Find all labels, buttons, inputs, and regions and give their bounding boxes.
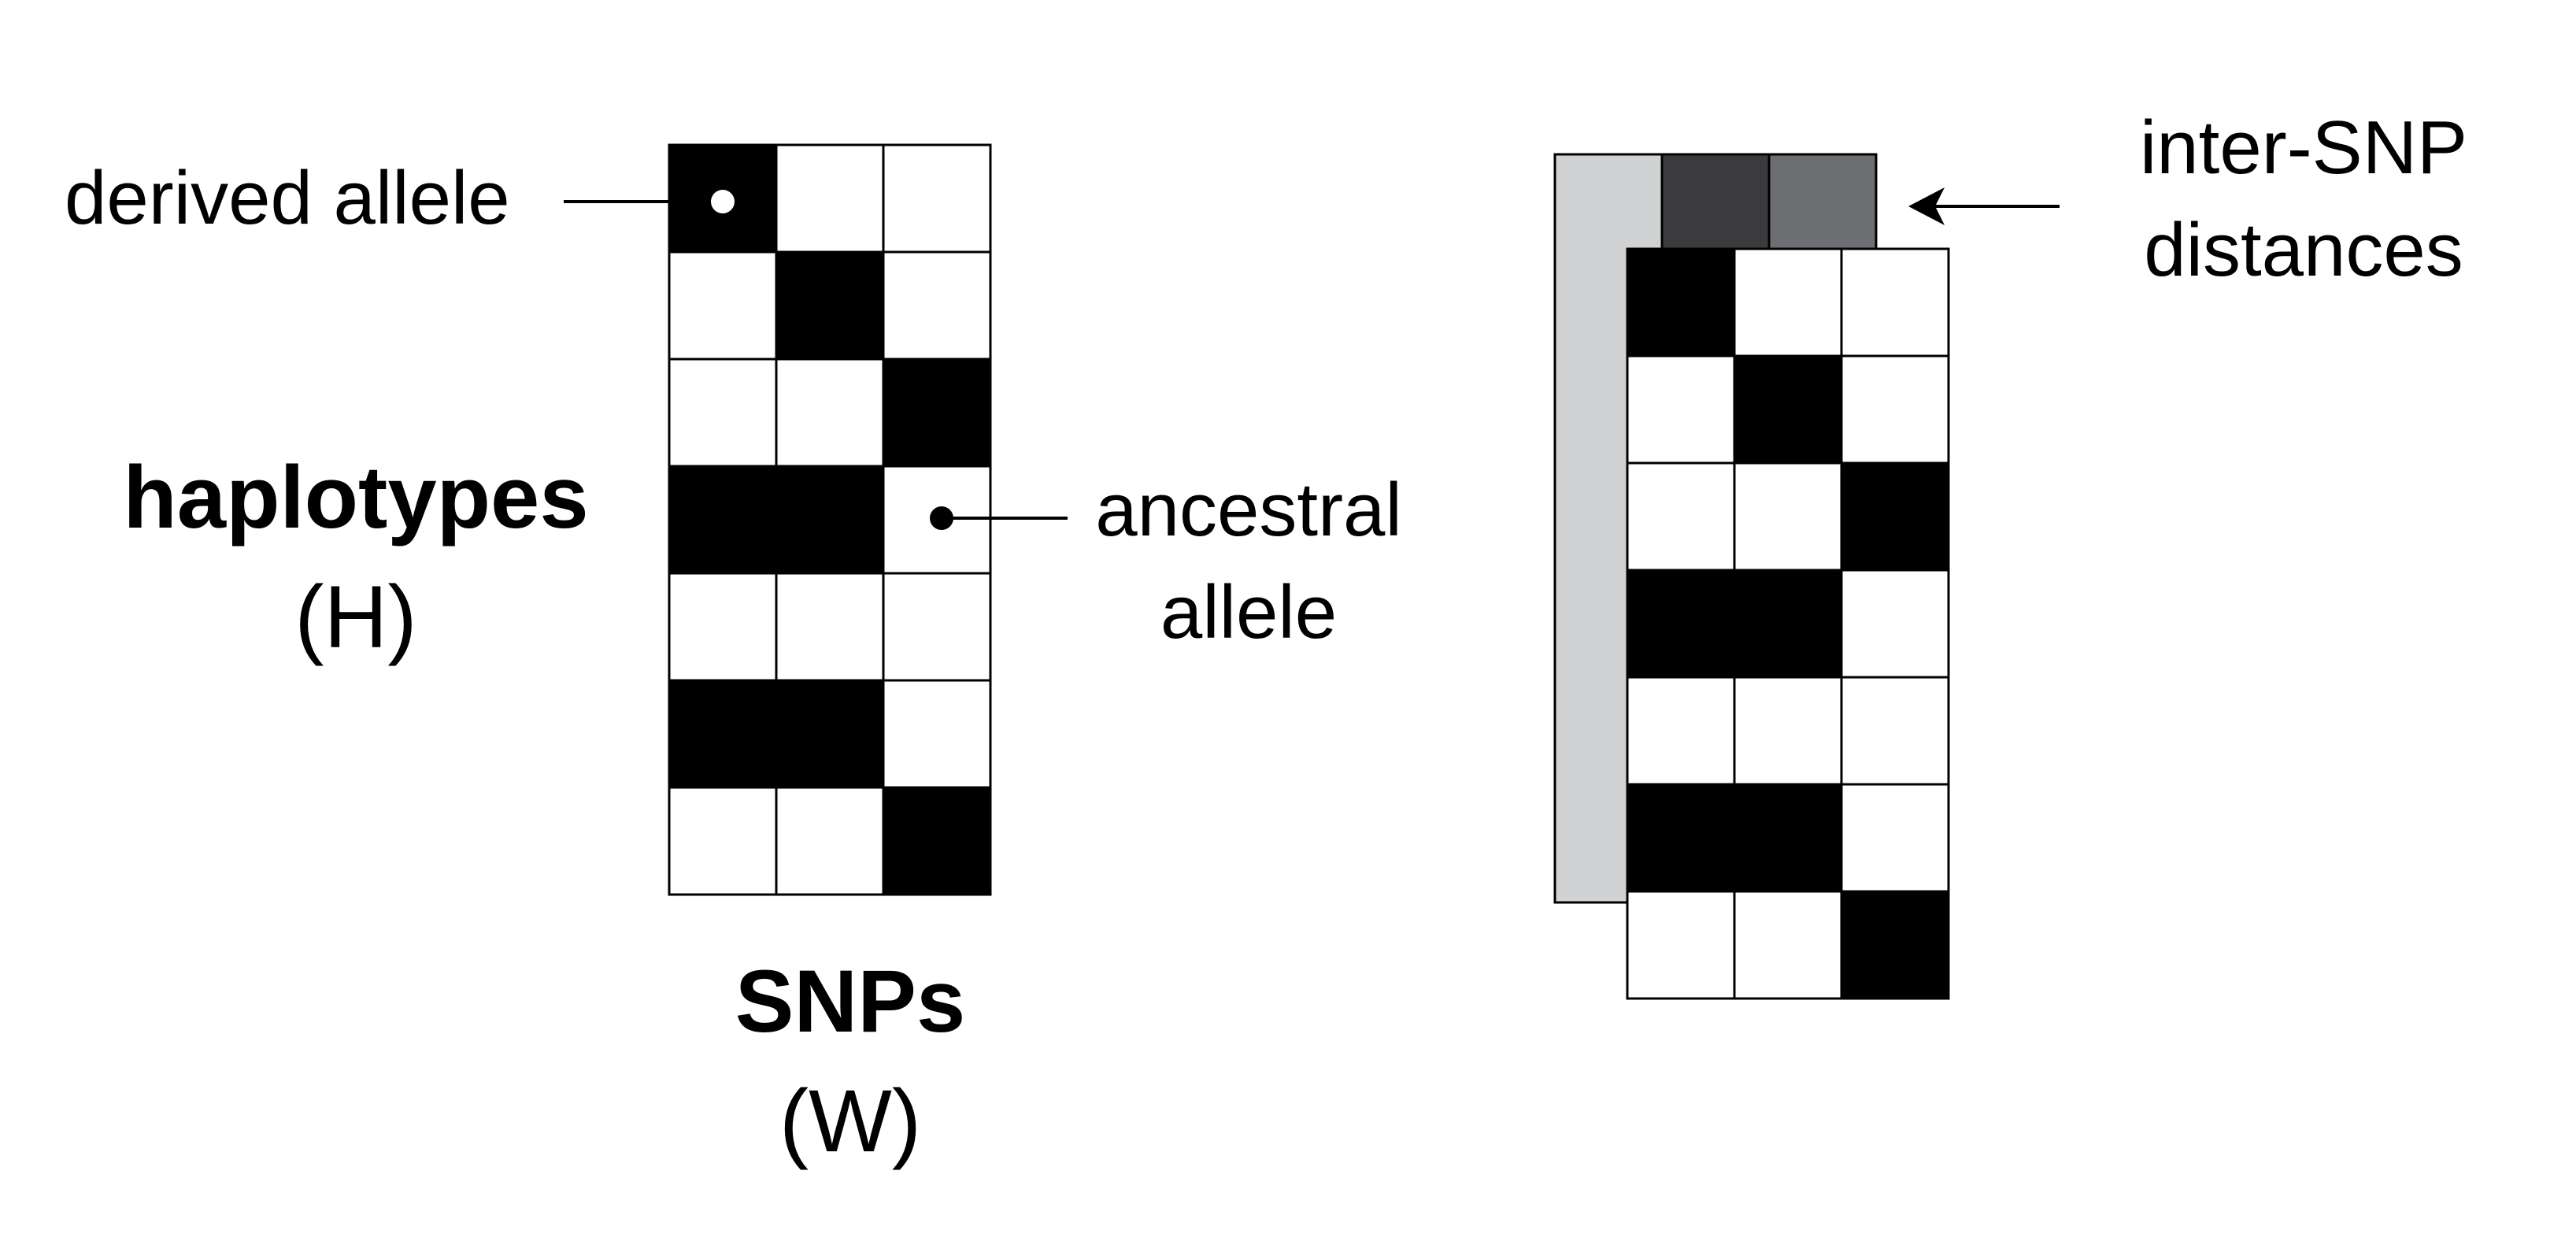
inter-snp-distance-cells <box>1660 153 1878 250</box>
left-matrix-cell-r3-c0 <box>668 465 778 575</box>
right-matrix-cell-r0-c1 <box>1733 247 1843 358</box>
left-matrix-cell-r4-c1 <box>775 572 885 682</box>
left-matrix-cell-r5-c2 <box>882 679 992 789</box>
left-matrix-cell-r5-c1 <box>775 679 885 789</box>
right-matrix-cell-r5-c2 <box>1840 783 1950 893</box>
inter-snp-distance-cell-0 <box>1660 153 1771 250</box>
haplotype-matrix-right <box>1626 247 1950 1000</box>
left-matrix-cell-r2-c1 <box>775 358 885 468</box>
right-matrix-cell-r6-c2 <box>1840 890 1950 1000</box>
ancestral-allele-label-line1: ancestral <box>1095 468 1402 552</box>
right-matrix-cell-r5-c1 <box>1733 783 1843 893</box>
right-matrix-cell-r2-c1 <box>1733 461 1843 572</box>
left-matrix-cell-r4-c2 <box>882 572 992 682</box>
right-matrix-cell-r1-c0 <box>1626 354 1736 465</box>
left-matrix-cell-r1-c1 <box>775 250 885 361</box>
right-matrix-cell-r0-c2 <box>1840 247 1950 358</box>
snps-label: SNPs <box>735 952 966 1050</box>
inter-snp-distances-arrow-head <box>1908 187 1945 225</box>
left-matrix-cell-r4-c0 <box>668 572 778 682</box>
inter-snp-distances-label-line2: distances <box>2144 208 2463 292</box>
left-matrix-cell-r6-c2 <box>882 786 992 896</box>
right-matrix-cell-r4-c2 <box>1840 676 1950 786</box>
snps-symbol: (W) <box>779 1072 921 1170</box>
right-matrix-cell-r4-c1 <box>1733 676 1843 786</box>
right-matrix-cell-r6-c0 <box>1626 890 1736 1000</box>
left-matrix-cell-r2-c2 <box>882 358 992 468</box>
right-matrix-cell-r1-c2 <box>1840 354 1950 465</box>
haplotype-matrix-with-distances <box>1553 153 1950 1000</box>
right-matrix-cell-r4-c0 <box>1626 676 1736 786</box>
haplotypes-label: haplotypes <box>123 448 588 547</box>
derived-allele-label: derived allele <box>65 156 510 240</box>
left-matrix-cell-r1-c0 <box>668 250 778 361</box>
haplotype-matrix-left <box>668 143 992 896</box>
derived-allele-marker <box>711 190 735 213</box>
right-matrix-cell-r2-c2 <box>1840 461 1950 572</box>
left-matrix-cell-r3-c1 <box>775 465 885 575</box>
right-matrix-cell-r0-c0 <box>1626 247 1736 358</box>
inter-snp-distances-label-line1: inter-SNP <box>2140 106 2467 190</box>
left-matrix-cell-r0-c1 <box>775 143 885 254</box>
right-matrix-cell-r5-c0 <box>1626 783 1736 893</box>
left-matrix-cell-r6-c1 <box>775 786 885 896</box>
inter-snp-distance-cell-1 <box>1767 153 1878 250</box>
right-matrix-cell-r2-c0 <box>1626 461 1736 572</box>
right-matrix-cell-r3-c1 <box>1733 569 1843 679</box>
haplotypes-symbol: (H) <box>294 568 416 666</box>
right-matrix-cell-r3-c0 <box>1626 569 1736 679</box>
left-matrix-cell-r6-c0 <box>668 786 778 896</box>
left-matrix-cell-r2-c0 <box>668 358 778 468</box>
left-matrix-cell-r5-c0 <box>668 679 778 789</box>
left-matrix-cell-r0-c2 <box>882 143 992 254</box>
ancestral-allele-label-line2: allele <box>1160 570 1337 654</box>
right-matrix-cell-r3-c2 <box>1840 569 1950 679</box>
right-matrix-cell-r6-c1 <box>1733 890 1843 1000</box>
left-matrix-cell-r1-c2 <box>882 250 992 361</box>
right-matrix-cell-r1-c1 <box>1733 354 1843 465</box>
